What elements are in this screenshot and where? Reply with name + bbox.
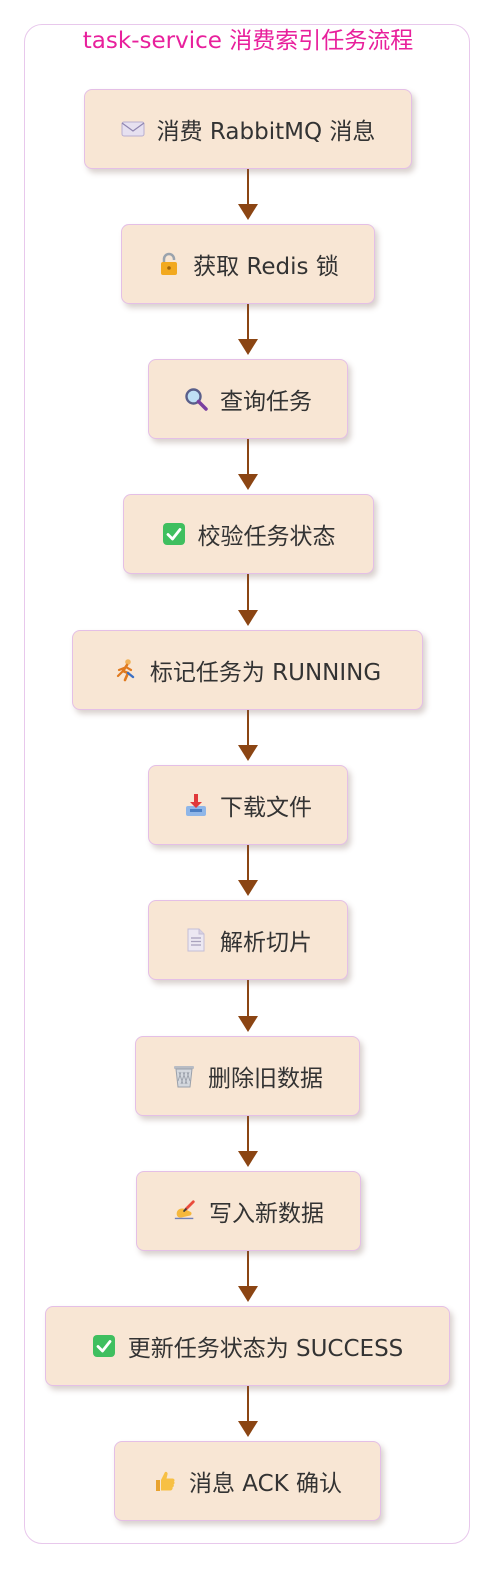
check-box-icon bbox=[92, 1334, 116, 1358]
step-label: 更新任务状态为 SUCCESS bbox=[127, 1336, 404, 1362]
step-delete-old-data: 删除旧数据 bbox=[135, 1036, 360, 1116]
step-download-file: 下载文件 bbox=[148, 765, 348, 845]
wastebasket-icon bbox=[172, 1064, 196, 1088]
step-label: 查询任务 bbox=[220, 389, 312, 415]
step-mark-running: 标记任务为 RUNNING bbox=[72, 630, 423, 710]
envelope-icon bbox=[121, 117, 145, 141]
step-write-new-data: 写入新数据 bbox=[136, 1171, 361, 1251]
magnifier-icon bbox=[184, 387, 208, 411]
step-label: 消息 ACK 确认 bbox=[188, 1471, 343, 1497]
document-icon bbox=[184, 928, 208, 952]
step-update-success: 更新任务状态为 SUCCESS bbox=[45, 1306, 450, 1386]
step-validate-status: 校验任务状态 bbox=[123, 494, 374, 574]
step-label: 校验任务状态 bbox=[197, 524, 336, 550]
step-label: 消费 RabbitMQ 消息 bbox=[156, 119, 376, 145]
check-box-icon bbox=[162, 522, 186, 546]
step-label: 写入新数据 bbox=[209, 1201, 324, 1227]
step-acquire-lock: 获取 Redis 锁 bbox=[121, 224, 375, 304]
lock-icon bbox=[157, 252, 181, 276]
step-parse-chunks: 解析切片 bbox=[148, 900, 348, 980]
step-label: 解析切片 bbox=[220, 930, 312, 956]
writing-hand-icon bbox=[173, 1199, 197, 1223]
step-label: 标记任务为 RUNNING bbox=[149, 660, 382, 686]
step-label: 删除旧数据 bbox=[208, 1066, 323, 1092]
runner-icon bbox=[114, 658, 138, 682]
step-label: 获取 Redis 锁 bbox=[193, 254, 339, 280]
diagram-title: task-service 消费索引任务流程 bbox=[82, 28, 414, 54]
step-consume-message: 消费 RabbitMQ 消息 bbox=[84, 89, 412, 169]
step-ack-message: 消息 ACK 确认 bbox=[114, 1441, 381, 1521]
step-label: 下载文件 bbox=[220, 795, 312, 821]
download-tray-icon bbox=[184, 793, 208, 817]
thumbs-up-icon bbox=[153, 1469, 177, 1493]
step-query-task: 查询任务 bbox=[148, 359, 348, 439]
